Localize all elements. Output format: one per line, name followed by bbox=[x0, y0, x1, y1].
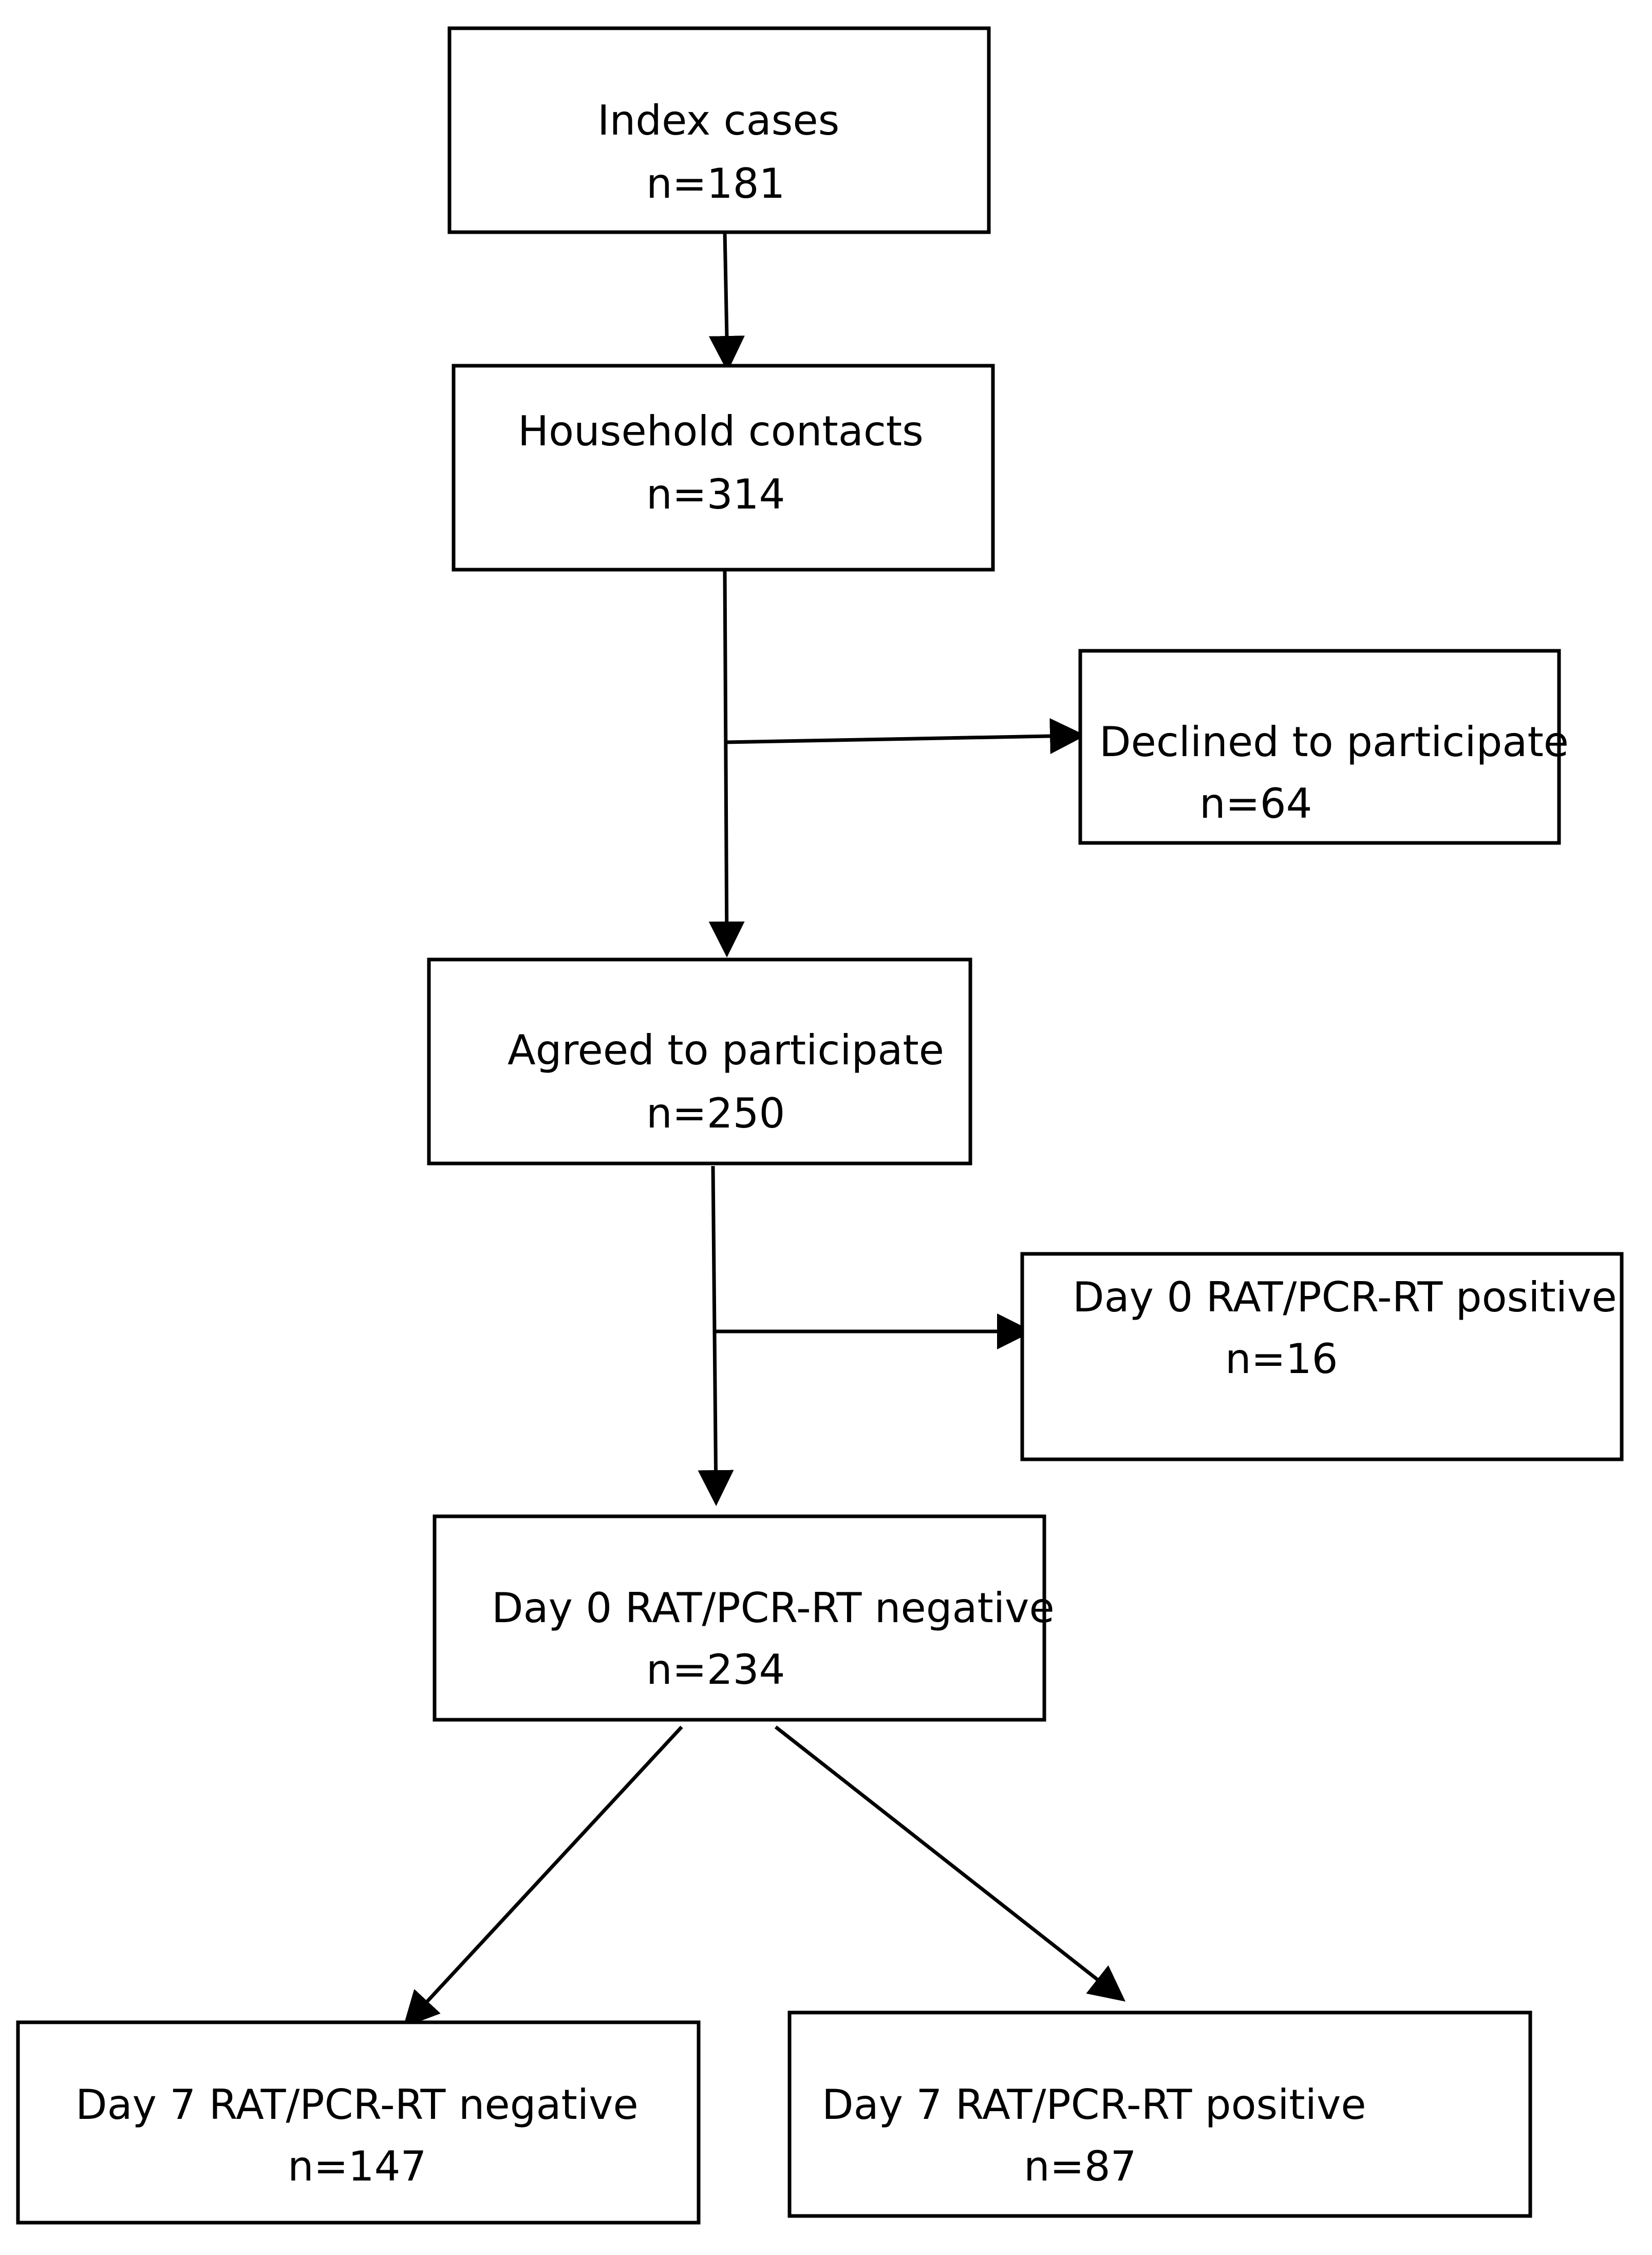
index-cases-count: n=181 bbox=[646, 160, 785, 208]
day7-negative-count: n=147 bbox=[288, 2143, 426, 2190]
agreed-box: Agreed to participate n=250 bbox=[427, 957, 972, 1166]
declined-count: n=64 bbox=[1199, 780, 1312, 828]
arrow-to-declined bbox=[725, 718, 1086, 755]
arrow-index-to-household bbox=[708, 232, 745, 372]
line-household-down bbox=[708, 571, 745, 957]
index-cases-title: Index cases bbox=[597, 97, 839, 144]
day0-negative-box: Day 0 RAT/PCR-RT negative n=234 bbox=[433, 1514, 1055, 1722]
agreed-title: Agreed to participate bbox=[508, 1026, 944, 1074]
day7-positive-title: Day 7 RAT/PCR-RT positive bbox=[822, 2081, 1366, 2129]
household-contacts-box: Household contacts n=314 bbox=[452, 364, 995, 572]
day0-positive-count: n=16 bbox=[1225, 1335, 1338, 1383]
day7-negative-title: Day 7 RAT/PCR-RT negative bbox=[76, 2081, 639, 2129]
declined-box: Declined to participate n=64 bbox=[1078, 649, 1569, 845]
household-contacts-title: Household contacts bbox=[518, 407, 924, 455]
declined-title: Declined to participate bbox=[1099, 718, 1569, 766]
index-cases-box: Index cases n=181 bbox=[447, 26, 991, 234]
day0-positive-box: Day 0 RAT/PCR-RT positive n=16 bbox=[1020, 1252, 1624, 1461]
arrow-to-day7-positive bbox=[774, 1725, 1126, 2002]
household-contacts-count: n=314 bbox=[646, 471, 785, 518]
day0-negative-count: n=234 bbox=[646, 1646, 785, 1694]
day0-positive-title: Day 0 RAT/PCR-RT positive bbox=[1073, 1273, 1617, 1321]
agreed-count: n=250 bbox=[646, 1089, 785, 1137]
day7-negative-box: Day 7 RAT/PCR-RT negative n=147 bbox=[16, 2020, 701, 2225]
day7-positive-box: Day 7 RAT/PCR-RT positive n=87 bbox=[787, 2010, 1532, 2218]
day0-negative-title: Day 0 RAT/PCR-RT negative bbox=[492, 1584, 1055, 1632]
day7-positive-count: n=87 bbox=[1024, 2143, 1137, 2190]
arrow-to-day7-negative bbox=[403, 1725, 683, 2028]
